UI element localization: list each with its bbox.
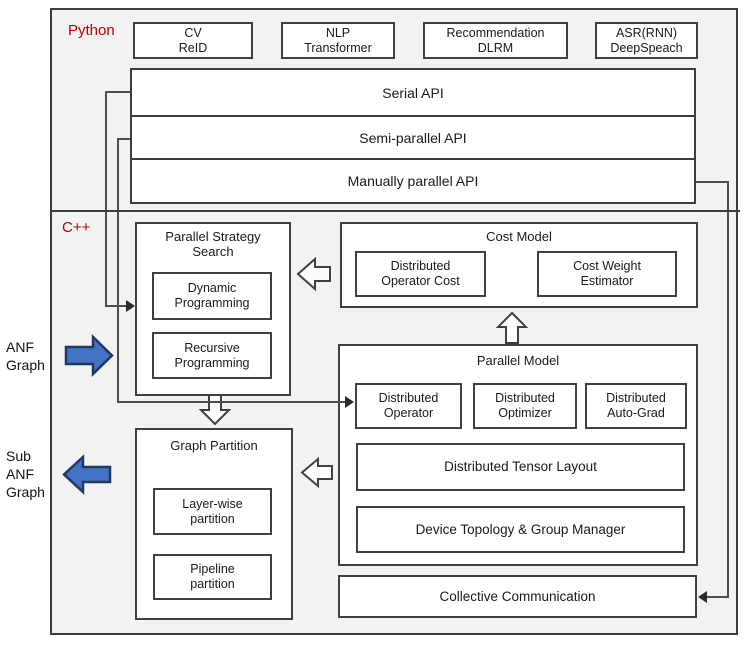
serial-api-label: Serial API: [382, 84, 444, 101]
distributed-auto-grad-box: Distributed Auto-Grad: [585, 383, 687, 429]
collective-communication-box: Collective Communication: [338, 575, 697, 618]
semi-parallel-api-bar: Semi-parallel API: [130, 115, 696, 160]
anf-graph-label-line: Graph: [6, 357, 45, 373]
box-line: Estimator: [580, 274, 634, 288]
python-cpp-divider: [50, 210, 740, 212]
box-line: Programming: [174, 355, 250, 370]
app-box-line: Transformer: [304, 40, 372, 55]
sub-anf-graph-label-line: Graph: [6, 484, 45, 500]
graph-partition-title: Graph Partition: [170, 438, 258, 453]
flow-arrow-up-parallelmodel-to-costmodel-icon: [496, 311, 528, 344]
anf-graph-label-line: ANF: [6, 339, 34, 355]
box-line: Cost Weight: [573, 259, 641, 274]
app-box-nlp-transformer: NLP Transformer: [281, 22, 395, 59]
box-line: Optimizer: [498, 406, 552, 420]
connector-manual-to-collective: [727, 181, 729, 598]
box-line: partition: [190, 577, 235, 591]
box-line: Distributed: [606, 391, 666, 406]
anf-graph-input-arrow-icon: [64, 334, 114, 377]
recursive-programming-box: Recursive Programming: [152, 332, 272, 379]
box-line: partition: [190, 511, 235, 526]
python-section-label: Python: [68, 22, 115, 39]
sub-anf-graph-label-line: Sub: [6, 448, 31, 464]
flow-arrow-left-costmodel-to-pss-icon: [296, 256, 331, 292]
box-line: Dynamic: [187, 281, 237, 296]
flow-arrow-down-pss-to-graphpartition-icon: [198, 394, 232, 426]
app-box-line: ReID: [178, 40, 208, 55]
app-box-line: ASR(RNN): [615, 25, 678, 40]
connector-semi-to-parallel-model: [117, 138, 130, 140]
connector-serial-to-pss: [105, 91, 107, 307]
app-box-line: DLRM: [477, 40, 514, 55]
distributed-operator-cost-box: Distributed Operator Cost: [355, 251, 486, 297]
cpp-section-label: C++: [62, 219, 91, 236]
parallel-strategy-search-title: Search: [192, 244, 234, 259]
manually-parallel-api-bar: Manually parallel API: [130, 158, 696, 204]
box-line: Distributed: [495, 391, 555, 406]
box-line: Distributed: [390, 259, 451, 274]
distributed-optimizer-box: Distributed Optimizer: [473, 383, 577, 429]
parallel-strategy-search-title: Parallel Strategy: [165, 229, 261, 244]
app-box-line: Recommendation: [446, 25, 545, 40]
connector-manual-to-collective: [696, 181, 729, 183]
connector-manual-to-collective: [707, 596, 729, 598]
app-box-cv-reid: CV ReID: [133, 22, 253, 59]
cost-model-title: Cost Model: [486, 229, 552, 244]
distributed-operator-box: Distributed Operator: [355, 383, 462, 429]
box-line: Distributed Tensor Layout: [444, 459, 597, 475]
distributed-tensor-layout-box: Distributed Tensor Layout: [356, 443, 685, 491]
collective-communication-label: Collective Communication: [439, 588, 596, 604]
arrowhead-right-icon: [126, 300, 135, 312]
box-line: Operator Cost: [381, 274, 460, 288]
pipeline-partition-box: Pipeline partition: [153, 554, 272, 600]
sub-anf-graph-label-line: ANF: [6, 466, 34, 482]
parallel-model-title: Parallel Model: [476, 353, 560, 368]
app-box-line: DeepSpeach: [610, 40, 683, 55]
arrowhead-right-icon: [345, 396, 354, 408]
box-line: Recursive: [184, 340, 240, 355]
box-line: Layer-wise: [182, 496, 243, 511]
flow-arrow-left-parallelmodel-to-graphpartition-icon: [300, 456, 333, 489]
device-topology-group-manager-box: Device Topology & Group Manager: [356, 506, 685, 553]
connector-serial-to-pss: [105, 305, 127, 307]
semi-parallel-api-label: Semi-parallel API: [359, 129, 467, 146]
anf-graph-label: ANF Graph: [6, 338, 45, 374]
cost-weight-estimator-box: Cost Weight Estimator: [537, 251, 677, 297]
box-line: Auto-Grad: [607, 406, 665, 420]
sub-anf-graph-output-arrow-icon: [62, 454, 112, 495]
app-box-recommendation-dlrm: Recommendation DLRM: [423, 22, 568, 59]
box-line: Device Topology & Group Manager: [415, 521, 626, 537]
box-line: Pipeline: [190, 562, 235, 577]
box-line: Programming: [174, 296, 250, 310]
app-box-asr-deepspeach: ASR(RNN) DeepSpeach: [595, 22, 698, 59]
manually-parallel-api-label: Manually parallel API: [347, 173, 479, 189]
connector-semi-to-parallel-model: [117, 138, 119, 403]
layer-wise-partition-box: Layer-wise partition: [153, 488, 272, 535]
app-box-line: NLP: [325, 25, 351, 40]
app-box-line: CV: [184, 25, 202, 40]
dynamic-programming-box: Dynamic Programming: [152, 272, 272, 320]
connector-serial-to-pss: [105, 91, 130, 93]
box-line: Operator: [383, 406, 434, 420]
arrowhead-left-icon: [698, 591, 707, 603]
box-line: Distributed: [378, 391, 439, 406]
serial-api-bar: Serial API: [130, 68, 696, 117]
connector-semi-to-parallel-model: [117, 401, 346, 403]
sub-anf-graph-label: Sub ANF Graph: [6, 447, 45, 501]
